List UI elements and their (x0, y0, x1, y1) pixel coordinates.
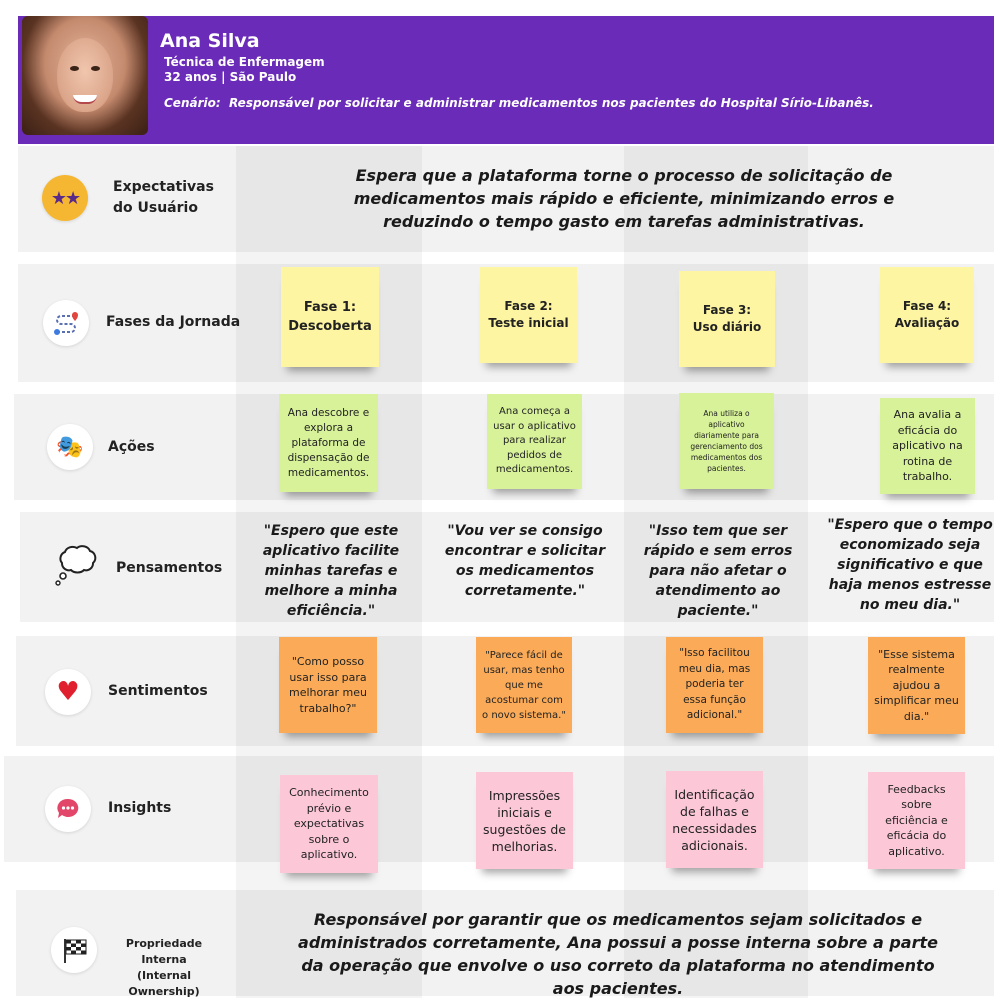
scenario-text: Responsável por solicitar e administrar … (229, 96, 874, 110)
phase-2-number: Fase 2: (504, 299, 553, 313)
phase-sticky-1: Fase 1: Descoberta (281, 267, 379, 367)
thoughts-icon-wrap (53, 542, 99, 588)
action-4-text: Ana avalia a eficácia do aplicativo na r… (892, 408, 963, 484)
actions-label: Ações (108, 439, 155, 455)
star-struck-icon: ★★ (50, 187, 81, 209)
action-sticky-1: Ana descobre e explora a plataforma de d… (279, 394, 378, 492)
action-sticky-4: Ana avalia a eficácia do aplicativo na r… (880, 398, 975, 494)
insights-icon-wrap (45, 786, 91, 832)
expectations-label-line2: do Usuário (113, 200, 198, 216)
row-thoughts (20, 512, 994, 622)
feeling-sticky-3: "Isso facilitou meu dia, mas poderia ter… (666, 637, 763, 733)
phase-sticky-4: Fase 4: Avaliação (880, 267, 974, 363)
feeling-3-text: "Isso facilitou meu dia, mas poderia ter… (678, 647, 751, 722)
action-3-text: Ana utiliza o aplicativo diariamente par… (690, 409, 763, 473)
checkered-flag-icon (64, 939, 87, 963)
action-sticky-2: Ana começa a usar o aplicativo para real… (487, 394, 582, 489)
phase-1-title: Descoberta (288, 319, 372, 334)
ownership-icon-wrap (51, 927, 97, 973)
persona-header (18, 16, 994, 144)
persona-name: Ana Silva (160, 30, 260, 52)
insights-label: Insights (108, 800, 172, 816)
persona-age-city: 32 anos | São Paulo (164, 70, 297, 84)
feeling-sticky-1: "Como posso usar isso para melhorar meu … (279, 637, 377, 733)
ownership-label-line2: (Internal Ownership) (128, 969, 200, 998)
feeling-sticky-2: "Parece fácil de usar, mas tenho que me … (476, 637, 572, 733)
phase-3-title: Uso diário (692, 320, 762, 334)
phases-icon-wrap (43, 300, 89, 346)
action-2-text: Ana começa a usar o aplicativo para real… (493, 406, 576, 476)
feeling-sticky-4: "Esse sistema realmente ajudou a simplif… (868, 637, 965, 734)
row-ownership (16, 890, 994, 996)
heart-icon: ♥ (56, 677, 80, 707)
phases-label: Fases da Jornada (106, 314, 241, 330)
thought-3: "Isso tem que ser rápido e sem erros par… (643, 523, 793, 619)
journey-route-icon (54, 312, 78, 335)
phase-4-number: Fase 4: (902, 299, 952, 313)
phase-3-number: Fase 3: (702, 303, 752, 317)
insight-sticky-3: Identificação de falhas e necessidades a… (666, 771, 763, 868)
insight-sticky-1: Conhecimento prévio e expectativas sobre… (280, 775, 378, 873)
theater-masks-icon: 🎭 (56, 434, 84, 460)
ownership-label: Propriedade Interna (Internal Ownership) (102, 936, 226, 1000)
expectations-label-line1: Expectativas (113, 179, 214, 195)
persona-avatar (22, 16, 148, 135)
speech-bubble-icon (57, 798, 79, 818)
feelings-icon-wrap: ♥ (45, 669, 91, 715)
scenario-label: Cenário: (164, 96, 221, 110)
insight-3-text: Identificação de falhas e necessidades a… (672, 786, 757, 853)
row-expectations (18, 146, 994, 252)
insight-4-text: Feedbacks sobre eficiência e eficácia do… (885, 782, 948, 858)
phase-sticky-3: Fase 3: Uso diário (679, 271, 775, 367)
ownership-label-line1: Propriedade Interna (125, 937, 203, 966)
insight-1-text: Conhecimento prévio e expectativas sobre… (289, 786, 369, 862)
thought-2: "Vou ver se consigo encontrar e solicita… (444, 523, 606, 599)
thought-1: "Espero que este aplicativo facilite min… (262, 523, 400, 619)
expectations-label: Expectativas do Usuário (113, 177, 214, 219)
thought-4: "Espero que o tempo economizado seja sig… (827, 517, 993, 613)
phase-1-number: Fase 1: (303, 300, 357, 315)
thought-bubble-icon (55, 545, 97, 586)
feeling-4-text: "Esse sistema realmente ajudou a simplif… (874, 647, 959, 723)
phase-2-title: Teste inicial (488, 316, 569, 330)
phase-4-title: Avaliação (894, 316, 960, 330)
actions-icon-wrap: 🎭 (47, 424, 93, 470)
thoughts-label: Pensamentos (116, 560, 223, 576)
expectations-icon-wrap: ★★ (42, 175, 88, 221)
ownership-text: Responsável por garantir que os medicame… (298, 910, 938, 998)
phase-sticky-2: Fase 2: Teste inicial (480, 267, 577, 363)
action-1-text: Ana descobre e explora a plataforma de d… (287, 406, 370, 479)
action-sticky-3: Ana utiliza o aplicativo diariamente par… (679, 393, 774, 489)
insight-2-text: Impressões iniciais e sugestões de melho… (483, 787, 566, 854)
persona-scenario: Cenário: Responsável por solicitar e adm… (164, 96, 874, 110)
feeling-1-text: "Como posso usar isso para melhorar meu … (289, 655, 367, 715)
expectations-text: Espera que a plataforma torne o processo… (353, 166, 895, 231)
feelings-label: Sentimentos (108, 683, 208, 699)
persona-role: Técnica de Enfermagem (164, 55, 325, 69)
feeling-2-text: "Parece fácil de usar, mas tenho que me … (482, 649, 566, 721)
insight-sticky-2: Impressões iniciais e sugestões de melho… (476, 772, 573, 869)
insight-sticky-4: Feedbacks sobre eficiência e eficácia do… (868, 772, 965, 869)
